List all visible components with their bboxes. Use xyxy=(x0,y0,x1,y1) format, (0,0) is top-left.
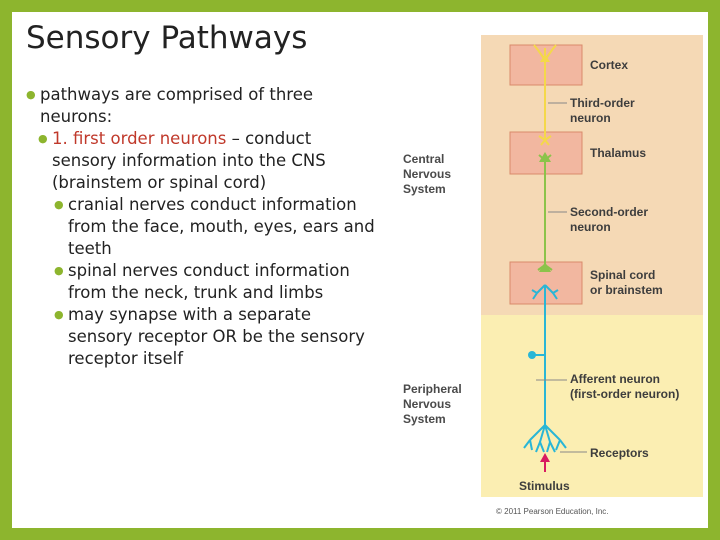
thalamus-label: Thalamus xyxy=(590,146,647,160)
second-order-cell-body xyxy=(539,152,551,162)
stimulus-arrow-head xyxy=(540,453,550,462)
leader-lines xyxy=(536,102,587,453)
bullet-item: ● cranial nerves conduct information fro… xyxy=(26,194,376,260)
bullet-text: pathways are comprised of three neurons: xyxy=(40,85,313,126)
bullet-dot-icon: ● xyxy=(38,132,48,145)
bullet-dot-icon: ● xyxy=(54,264,64,277)
bullet-dot-icon: ● xyxy=(54,308,64,321)
cortex-label: Cortex xyxy=(590,58,629,72)
slide-title: Sensory Pathways xyxy=(26,20,308,56)
bullet-highlight: 1. first order neurons xyxy=(52,129,227,148)
bullet-dot-icon: ● xyxy=(26,88,36,101)
bullet-text: cranial nerves conduct information from … xyxy=(68,195,375,258)
bullet-item: ● spinal nerves conduct information from… xyxy=(26,260,376,304)
pns-label: Peripheral Nervous System xyxy=(403,382,462,426)
third-order-label: Third-order neuron xyxy=(570,96,635,125)
second-order-label: Second-order neuron xyxy=(570,205,649,234)
bullet-item: ● pathways are comprised of three neuron… xyxy=(26,84,376,128)
bullet-text: may synapse with a separate sensory rece… xyxy=(68,305,365,368)
third-order-neuron xyxy=(533,44,557,146)
bullet-item: ● may synapse with a separate sensory re… xyxy=(26,304,376,370)
afferent-cell-body xyxy=(528,351,536,359)
stimulus-label: Stimulus xyxy=(519,479,570,493)
bullet-item: ● 1. first order neurons – conduct senso… xyxy=(26,128,376,194)
receptors-label: Receptors xyxy=(590,446,649,460)
bullet-text: – conduct sensory information into the C… xyxy=(52,129,326,192)
cns-label: Central Nervous System xyxy=(403,152,452,196)
copyright-text: © 2011 Pearson Education, Inc. xyxy=(496,507,609,516)
bullet-list: ● pathways are comprised of three neuron… xyxy=(26,84,376,370)
third-order-cell-body xyxy=(540,54,550,62)
pns-background xyxy=(481,315,703,497)
spinal-label: Spinal cord or brainstem xyxy=(590,268,663,297)
bullet-text: spinal nerves conduct information from t… xyxy=(68,261,350,302)
afferent-label: Afferent neuron (first-order neuron) xyxy=(570,372,680,401)
second-order-spinal-body xyxy=(539,262,551,272)
first-order-neuron xyxy=(523,284,567,453)
bullet-dot-icon: ● xyxy=(54,198,64,211)
